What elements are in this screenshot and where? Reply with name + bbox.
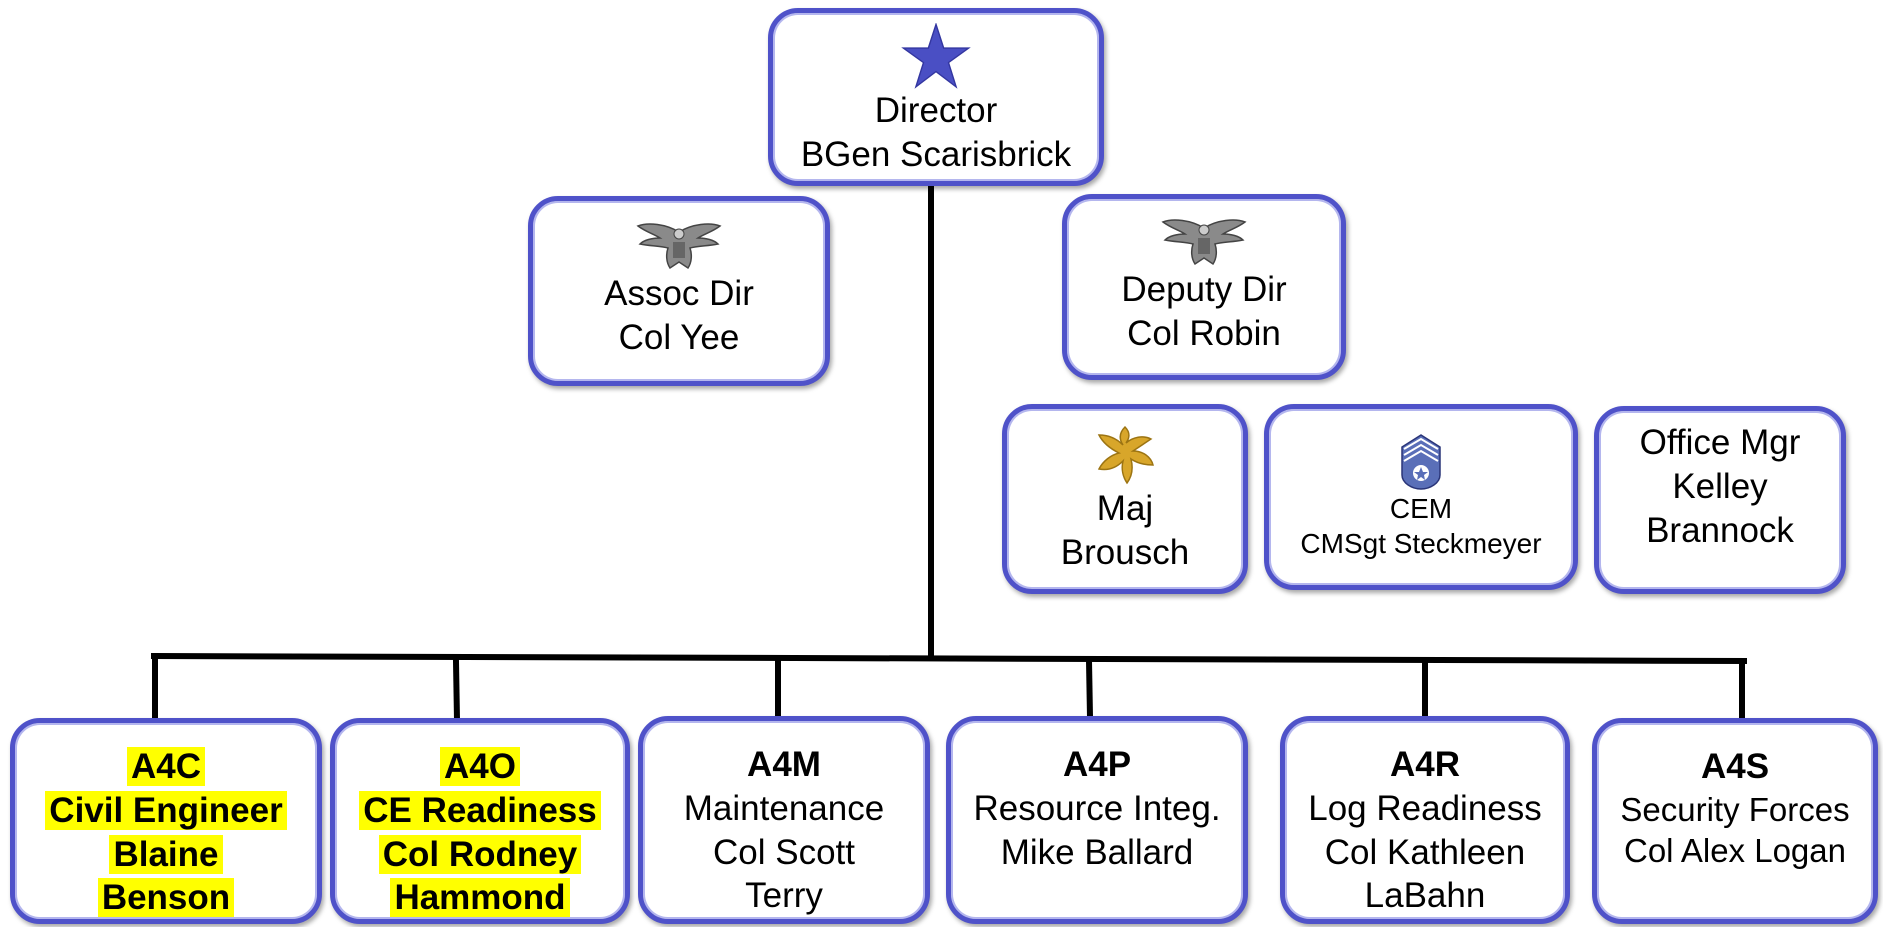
division-line: Benson — [97, 878, 235, 918]
division-line: Mike Ballard — [1000, 832, 1194, 872]
division-line: Col Scott — [713, 832, 855, 872]
division-box-a4r: A4R Log Readiness Col Kathleen LaBahn — [1280, 716, 1570, 924]
division-line: Hammond — [390, 878, 570, 918]
division-bus-line — [150, 652, 1748, 665]
eagle-icon — [1161, 219, 1247, 266]
division-box-a4p: A4P Resource Integ. Mike Ballard — [946, 716, 1248, 924]
division-code: A4R — [1389, 745, 1461, 784]
assoc-dir-name: Col Yee — [618, 318, 740, 357]
division-line: LaBahn — [1364, 876, 1486, 916]
staff-office-line2: Kelley — [1672, 466, 1768, 506]
division-code: A4C — [126, 747, 206, 786]
assoc-dir-title: Assoc Dir — [604, 274, 754, 314]
star-icon — [901, 23, 971, 90]
division-box-a4c: A4C Civil Engineer Blaine Benson — [10, 718, 322, 924]
staff-cem-line1: CEM — [1389, 493, 1453, 524]
division-line: Maintenance — [683, 788, 885, 828]
division-box-a4m: A4M Maintenance Col Scott Terry — [638, 716, 930, 924]
staff-box-cem: CEM CMSgt Steckmeyer — [1264, 404, 1578, 590]
division-code: A4P — [1062, 745, 1132, 784]
division-line: Col Kathleen — [1324, 832, 1526, 872]
division-line: Terry — [745, 876, 823, 916]
division-box-a4o: A4O CE Readiness Col Rodney Hammond — [330, 718, 630, 924]
staff-cem-line2: CMSgt Steckmeyer — [1300, 528, 1542, 559]
staff-box-office-mgr: Office Mgr Kelley Brannock — [1594, 406, 1846, 594]
division-code: A4O — [440, 747, 520, 786]
division-line: CE Readiness — [359, 790, 601, 830]
division-code: A4S — [1700, 747, 1770, 786]
staff-box-maj: Maj Brousch — [1002, 404, 1248, 594]
division-line: Blaine — [109, 834, 223, 874]
staff-office-line1: Office Mgr — [1639, 423, 1801, 462]
director-title: Director — [874, 91, 998, 131]
division-line: Col Rodney — [378, 834, 582, 874]
eagle-icon — [636, 223, 722, 270]
division-line: Col Alex Logan — [1624, 832, 1846, 869]
division-line: Civil Engineer — [45, 790, 287, 830]
oak-leaf-icon — [1097, 426, 1154, 485]
drop-line-a4o — [452, 658, 461, 724]
staff-maj-line1: Maj — [1096, 489, 1154, 529]
staff-maj-line2: Brousch — [1060, 533, 1190, 572]
chevron-icon — [1401, 434, 1441, 490]
director-name: BGen Scarisbrick — [800, 135, 1072, 174]
division-line: Log Readiness — [1308, 788, 1542, 828]
deputy-dir-title: Deputy Dir — [1121, 270, 1287, 310]
deputy-dir-name: Col Robin — [1127, 314, 1281, 353]
division-code: A4M — [747, 745, 821, 784]
assoc-dir-box: Assoc Dir Col Yee — [528, 196, 830, 386]
deputy-dir-box: Deputy Dir Col Robin — [1062, 194, 1346, 380]
drop-line-a4p — [1085, 657, 1094, 721]
division-line: Resource Integ. — [973, 788, 1221, 828]
division-line: Security Forces — [1620, 790, 1850, 828]
director-box: Director BGen Scarisbrick — [768, 8, 1104, 186]
staff-office-line3: Brannock — [1646, 510, 1794, 550]
division-box-a4s: A4S Security Forces Col Alex Logan — [1592, 718, 1878, 924]
